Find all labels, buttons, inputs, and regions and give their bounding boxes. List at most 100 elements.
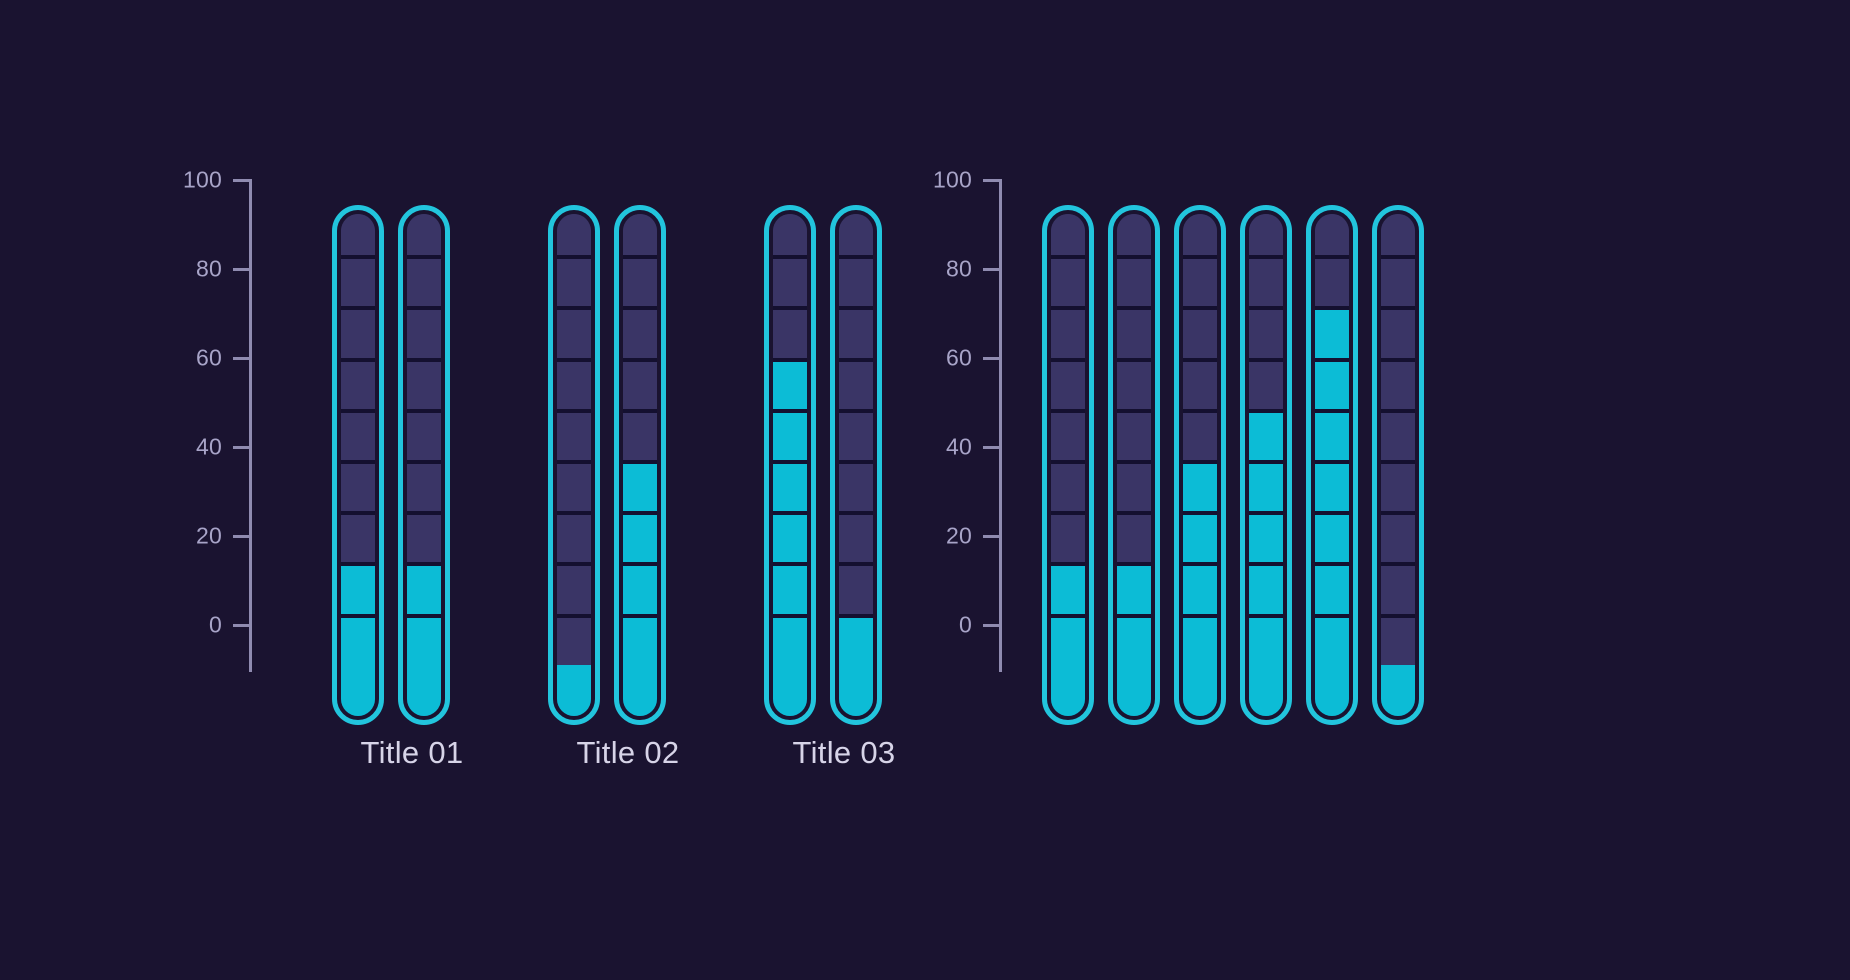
- bar-01-b[interactable]: [398, 205, 450, 725]
- bar-04-e[interactable]: [1306, 205, 1358, 725]
- bar-04-a[interactable]: [1042, 205, 1094, 725]
- bar-segment-empty: [341, 306, 375, 358]
- bar-04-f[interactable]: [1372, 205, 1424, 725]
- bar-segment-filled: [341, 562, 375, 614]
- bar-track: [407, 214, 441, 716]
- bar-segment-filled: [773, 408, 807, 460]
- bar-segment-filled: [1183, 664, 1217, 716]
- axis-mid-label-0: 0: [959, 611, 972, 638]
- axis-mid-label-80: 80: [946, 255, 972, 282]
- bar-segment-empty: [1117, 460, 1151, 512]
- bar-track: [1117, 214, 1151, 716]
- axis-left-group: 100 80 60 40 20 0: [180, 168, 252, 672]
- bar-segment-empty: [623, 408, 657, 460]
- bar-01-a[interactable]: [332, 205, 384, 725]
- bar-04-b[interactable]: [1108, 205, 1160, 725]
- bar-segment-empty: [1051, 357, 1085, 409]
- group-title-03: Title 03: [792, 735, 896, 770]
- bar-slot: [1108, 205, 1160, 725]
- bar-segment-empty: [839, 511, 873, 563]
- axis-mid-label-40: 40: [946, 433, 972, 460]
- bar-slot: [1306, 205, 1358, 725]
- bar-segment-empty: [1381, 255, 1415, 307]
- axis-mid-group: 100 80 60 40 20 0: [930, 168, 1002, 672]
- bar-segment-empty: [1381, 562, 1415, 614]
- bar-slot: [332, 205, 384, 725]
- bar-segment-empty: [1051, 214, 1085, 256]
- bar-segment-filled: [623, 562, 657, 614]
- bar-segment-empty: [1315, 255, 1349, 307]
- bar-track: [1381, 214, 1415, 716]
- axis-left-tick-40: [233, 446, 252, 449]
- bar-slot: [764, 205, 816, 725]
- bar-segment-filled: [407, 664, 441, 716]
- bar-segment-filled: [1117, 562, 1151, 614]
- bar-slot: [1372, 205, 1424, 725]
- bar-group-unlabeled: [1042, 205, 1424, 725]
- bar-group-title-01: [332, 205, 450, 725]
- bar-track: [341, 214, 375, 716]
- bar-segment-empty: [1315, 214, 1349, 256]
- axis-mid-label-60: 60: [946, 344, 972, 371]
- axis-left-tick-0: [233, 624, 252, 627]
- bar-segment-empty: [557, 562, 591, 614]
- bar-03-a[interactable]: [764, 205, 816, 725]
- bar-segment-filled: [1051, 562, 1085, 614]
- bar-track: [557, 214, 591, 716]
- bar-segment-filled: [1183, 460, 1217, 512]
- axis-mid: 100 80 60 40 20 0: [930, 168, 1002, 672]
- bar-segment-filled: [773, 664, 807, 716]
- bar-segment-filled: [557, 664, 591, 716]
- bar-03-b[interactable]: [830, 205, 882, 725]
- bar-segment-empty: [623, 357, 657, 409]
- bar-segment-empty: [773, 255, 807, 307]
- bar-segment-filled: [407, 613, 441, 665]
- bar-segment-filled: [1249, 408, 1283, 460]
- bar-segment-empty: [407, 408, 441, 460]
- bar-segment-filled: [1315, 664, 1349, 716]
- axis-mid-label-20: 20: [946, 522, 972, 549]
- bar-track: [1249, 214, 1283, 716]
- bar-segment-filled: [1315, 357, 1349, 409]
- bar-segment-empty: [839, 562, 873, 614]
- bar-segment-empty: [557, 306, 591, 358]
- bar-segment-empty: [623, 306, 657, 358]
- axis-left-label-40: 40: [196, 433, 222, 460]
- axis-left-tick-20: [233, 535, 252, 538]
- bar-segment-empty: [839, 255, 873, 307]
- bar-segment-empty: [1117, 214, 1151, 256]
- bar-track: [1051, 214, 1085, 716]
- bar-segment-empty: [839, 408, 873, 460]
- bar-segment-empty: [623, 214, 657, 256]
- bar-segment-filled: [1315, 511, 1349, 563]
- bars-title-03: [764, 205, 882, 725]
- bar-track: [1315, 214, 1349, 716]
- bar-04-c[interactable]: [1174, 205, 1226, 725]
- bar-segment-empty: [1381, 460, 1415, 512]
- bar-segment-filled: [623, 664, 657, 716]
- bar-segment-filled: [1183, 511, 1217, 563]
- bar-segment-empty: [1381, 408, 1415, 460]
- bar-segment-empty: [1249, 214, 1283, 256]
- bar-segment-filled: [1315, 613, 1349, 665]
- bar-segment-filled: [1315, 306, 1349, 358]
- bar-segment-filled: [773, 562, 807, 614]
- bar-segment-filled: [623, 613, 657, 665]
- bar-segment-empty: [407, 214, 441, 256]
- bar-segment-empty: [839, 357, 873, 409]
- bar-segment-filled: [773, 511, 807, 563]
- bar-02-b[interactable]: [614, 205, 666, 725]
- axis-left-spine: [249, 180, 252, 672]
- bar-slot: [398, 205, 450, 725]
- bar-segment-filled: [1183, 562, 1217, 614]
- axis-mid-tick-40: [983, 446, 1002, 449]
- bar-04-d[interactable]: [1240, 205, 1292, 725]
- bar-segment-empty: [1381, 613, 1415, 665]
- bar-segment-empty: [341, 408, 375, 460]
- bar-segment-filled: [839, 664, 873, 716]
- group-title-01: Title 01: [360, 735, 464, 770]
- bar-segment-empty: [341, 214, 375, 256]
- bar-segment-empty: [1381, 214, 1415, 256]
- bar-segment-filled: [623, 460, 657, 512]
- bar-02-a[interactable]: [548, 205, 600, 725]
